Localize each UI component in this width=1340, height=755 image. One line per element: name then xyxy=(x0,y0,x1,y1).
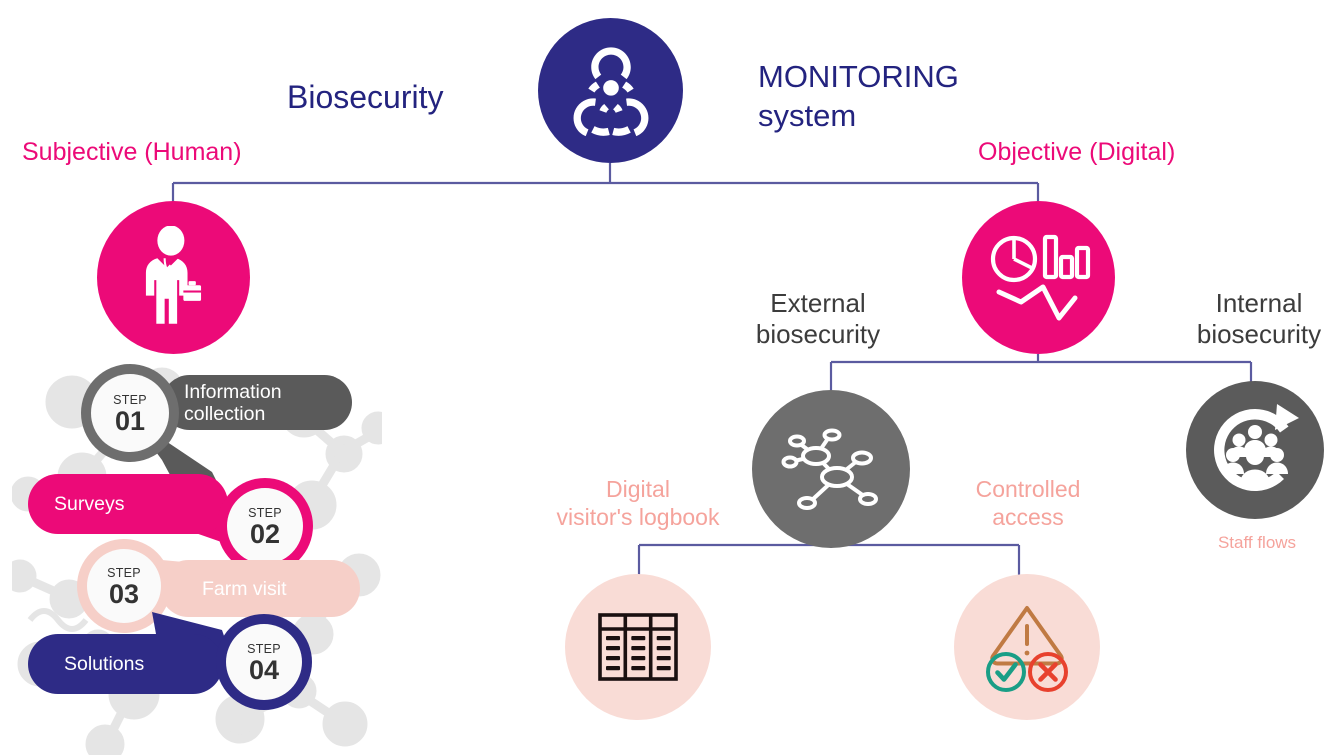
network-nodes-icon xyxy=(781,428,878,510)
internal-biosecurity-circle xyxy=(1186,381,1324,519)
staff-flows-label: Staff flows xyxy=(1217,533,1297,552)
biohazard-circle xyxy=(538,18,683,163)
biohazard-icon xyxy=(573,46,648,136)
access-control-icon xyxy=(986,606,1068,692)
step-01-label: Information collection xyxy=(184,381,282,426)
step-04-badge: STEP 04 xyxy=(224,643,304,684)
veterinarian-circle xyxy=(97,201,250,354)
step-03-label: Farm visit xyxy=(202,578,287,600)
step-04-number: 04 xyxy=(248,654,280,685)
digital-logbook-circle xyxy=(565,574,711,720)
staff-rotation-icon xyxy=(1214,404,1299,491)
biosecurity-title: Biosecurity xyxy=(287,79,444,115)
controlled-access-label: Controlled access xyxy=(975,476,1081,530)
step-02-shape xyxy=(28,474,313,574)
steps-shapes xyxy=(28,364,360,710)
step-02-word: STEP xyxy=(248,506,282,520)
step-03-badge: STEP 03 xyxy=(84,567,164,608)
step-03-word: STEP xyxy=(107,566,141,580)
controlled-access-circle xyxy=(954,574,1100,720)
step-02-number: 02 xyxy=(249,518,281,549)
step-01-word: STEP xyxy=(113,393,147,407)
step-01-number: 01 xyxy=(114,405,146,436)
analytics-circle xyxy=(962,201,1115,354)
step-01-badge: STEP 01 xyxy=(90,394,170,435)
digital-logbook-label: Digital visitor's logbook xyxy=(556,476,720,530)
veterinarian-icon xyxy=(145,225,201,324)
logbook-table-icon xyxy=(598,613,678,681)
external-biosecurity-label: External biosecurity xyxy=(755,288,881,349)
subjective-human-label: Subjective (Human) xyxy=(22,138,242,166)
analytics-chart-icon xyxy=(990,234,1090,320)
step-02-badge: STEP 02 xyxy=(225,507,305,548)
objective-digital-label: Objective (Digital) xyxy=(978,138,1176,166)
steps-infographic: STEP 01 Information collection STEP 02 S… xyxy=(12,362,382,755)
step-04-word: STEP xyxy=(247,642,281,656)
step-04-shape xyxy=(28,612,312,710)
step-02-label: Surveys xyxy=(54,493,125,515)
step-04-label: Solutions xyxy=(64,653,145,675)
external-biosecurity-circle xyxy=(752,390,910,548)
internal-biosecurity-label: Internal biosecurity xyxy=(1196,288,1322,349)
step-03-shape xyxy=(77,539,360,633)
monitoring-system-title: MONITORING system xyxy=(758,59,959,133)
step-03-number: 03 xyxy=(108,578,140,609)
